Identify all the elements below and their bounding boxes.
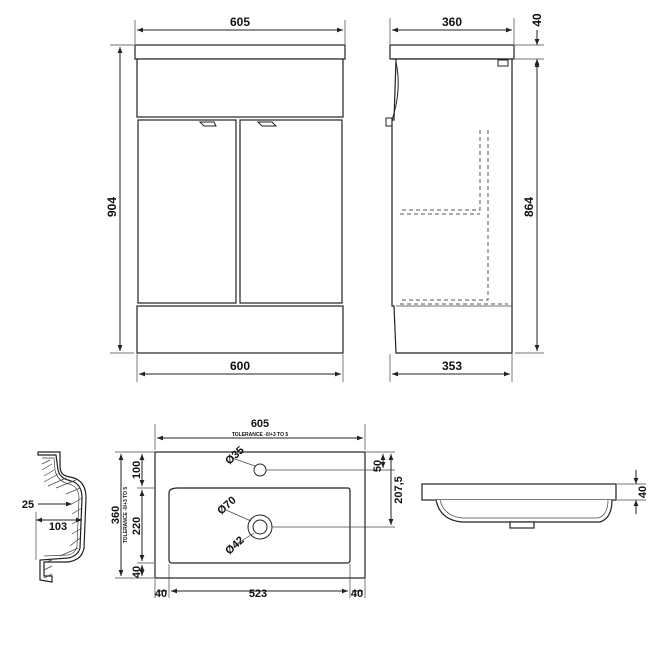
handle-right (256, 121, 278, 127)
dim-front-height: 904 (105, 197, 119, 217)
dim-basin-thickness: 40 (637, 486, 649, 498)
basin-width-tolerance: TOLERANCE -0/+3 TO 5 (232, 432, 289, 438)
dim-basin-width: 605 (251, 418, 269, 430)
side-view: 360 40 864 353 (385, 13, 544, 382)
basin-side-rim (421, 483, 617, 501)
front-view: 605 904 600 (105, 15, 346, 382)
dim-tap-offset: 50 (372, 460, 384, 472)
dim-basin-depth: 360 (110, 506, 122, 524)
dim-top-thickness: 40 (530, 13, 544, 27)
shelf-upper-hidden (400, 130, 481, 211)
dim-front-margin: 40 (131, 566, 143, 578)
dim-waste-offset: 207,5 (393, 476, 405, 504)
dim-bowl-width: 523 (249, 588, 267, 600)
handle-left (198, 121, 217, 127)
waste-hole-inner (252, 519, 268, 535)
side-carcass (391, 58, 513, 354)
dim-bowl-depth: 220 (131, 517, 143, 535)
front-worktop (134, 44, 346, 60)
dim-section-depth: 103 (49, 521, 67, 533)
basin-bowl (168, 487, 351, 564)
section-profile (37, 451, 87, 583)
basin-section-view: 25 103 (22, 451, 87, 583)
basin-top-view: Ø35 Ø70 Ø42 605 TOLERANCE -0/+3 TO 5 360… (110, 418, 405, 600)
dim-cabinet-depth: 353 (442, 359, 462, 373)
side-worktop-detail (497, 59, 509, 67)
dim-section-rim: 25 (22, 499, 34, 511)
dim-cabinet-height: 864 (522, 197, 536, 217)
front-door-right (239, 119, 343, 304)
dim-side-depth: 360 (442, 15, 462, 29)
basin-depth-tolerance: TOLERANCE -0/+3 TO 5 (123, 487, 129, 544)
front-drawer (136, 58, 344, 118)
dim-back-margin: 100 (131, 461, 143, 479)
basin-side-waste (509, 521, 535, 529)
shelf-lower-hidden (400, 130, 489, 301)
side-door-edge (391, 61, 399, 121)
basin-side-bowl (435, 499, 613, 523)
basin-side-view: 40 (421, 470, 649, 529)
side-handle (385, 117, 393, 127)
dim-right-margin: 40 (351, 588, 363, 600)
dim-front-bottom-width: 600 (230, 359, 250, 373)
front-door-left (137, 119, 237, 304)
dim-front-top-width: 605 (230, 15, 250, 29)
side-worktop (389, 44, 515, 60)
dim-left-margin: 40 (155, 588, 167, 600)
front-plinth (136, 305, 344, 354)
